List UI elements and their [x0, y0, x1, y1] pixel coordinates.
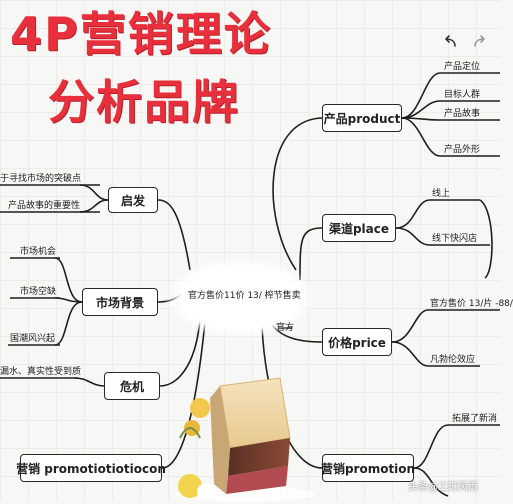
leaf-story-importance[interactable]: 产品故事的重要性 — [8, 201, 81, 211]
leaf-online[interactable]: 线上 — [432, 189, 451, 199]
leaf-product-shape[interactable]: 产品外形 — [444, 145, 481, 155]
link-center-product — [272, 117, 323, 271]
watermark: 头条@工町风雨 — [408, 482, 478, 493]
leaf-market-opportunity[interactable]: 市场机会 — [20, 247, 57, 257]
node-promotion[interactable]: 营销promotion — [321, 454, 415, 482]
leaf-product-story[interactable]: 产品故事 — [444, 109, 481, 119]
leaf-find-breakthrough[interactable]: 于寻找市场的突破点 — [0, 174, 82, 184]
leaf-popup-store[interactable]: 线下快闪店 — [432, 234, 478, 244]
leaf-price-stub[interactable]: 官方 — [276, 323, 295, 333]
redo-arrow-icon[interactable] — [470, 32, 490, 52]
center-node[interactable]: 官方售价11价 13/ 榨节售卖 — [185, 280, 301, 320]
node-crisis[interactable]: 危机 — [104, 372, 160, 400]
node-product[interactable]: 产品product — [322, 104, 402, 132]
mindmap-connectors — [0, 72, 500, 497]
leaf-market-gap[interactable]: 市场空缺 — [20, 287, 57, 297]
title-line-2: 分析品牌 — [48, 75, 240, 129]
leaf-leak-authenticity[interactable]: 漏水、真实性受到质 — [0, 367, 82, 377]
node-price[interactable]: 价格price — [322, 328, 392, 356]
undo-arrow-icon[interactable] — [440, 32, 460, 52]
product-photo — [170, 368, 320, 502]
leaf-veblen-effect[interactable]: 凡勃伦效应 — [430, 355, 476, 365]
link-center-qifa — [157, 199, 191, 271]
title-line-1: 4P营销理论 — [10, 7, 272, 61]
center-node-text: 官方售价11价 13/ 榨节售卖 — [188, 291, 301, 301]
node-market-background[interactable]: 市场背景 — [82, 288, 158, 316]
leaf-product-positioning[interactable]: 产品定位 — [444, 62, 481, 72]
node-qifa[interactable]: 启发 — [108, 187, 158, 213]
node-promotion-left[interactable]: 营销 promotiotiotiocon — [16, 454, 166, 482]
node-place[interactable]: 渠道place — [322, 214, 396, 242]
center-glow — [165, 258, 315, 338]
leaf-target-audience[interactable]: 目标人群 — [444, 90, 481, 100]
leaf-official-price[interactable]: 官方售价 13/片 -88/ — [430, 299, 513, 309]
toolbar — [440, 32, 496, 52]
leaf-guochao-rise[interactable]: 国潮风兴起 — [10, 334, 56, 344]
leaf-new-consumers[interactable]: 拓展了新消 — [452, 414, 498, 424]
